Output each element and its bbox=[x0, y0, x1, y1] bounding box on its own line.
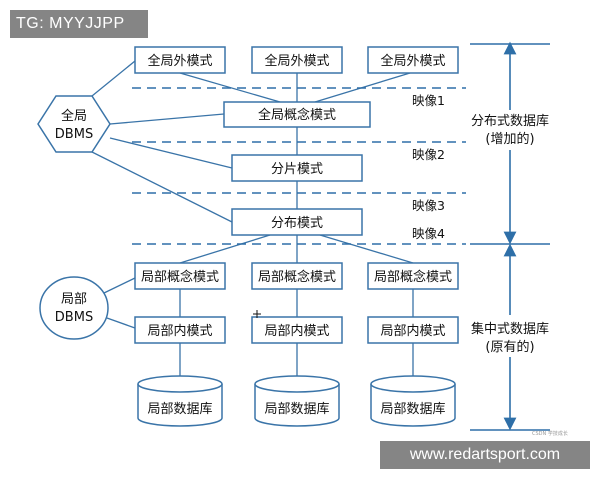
distributed-db-sublabel: (增加的) bbox=[485, 131, 534, 147]
distributed-db-label: 分布式数据库 bbox=[471, 113, 549, 129]
local-database-cylinder-3: 局部数据库 bbox=[370, 375, 456, 427]
local-database-label: 局部数据库 bbox=[147, 401, 212, 417]
local-dbms-node: 局部 DBMS bbox=[39, 276, 109, 340]
local-internal-schema-label: 局部内模式 bbox=[147, 323, 212, 339]
local-dbms-connectors bbox=[103, 277, 136, 329]
local-conceptual-schema-box-3: 局部概念模式 bbox=[367, 262, 459, 290]
footer-url-banner: www.redartsport.com bbox=[380, 441, 590, 469]
global-external-schema-box-3: 全局外模式 bbox=[367, 46, 459, 74]
local-conceptual-schema-box-1: 局部概念模式 bbox=[134, 262, 226, 290]
global-conceptual-schema-label: 全局概念模式 bbox=[258, 107, 336, 123]
local-conceptual-schema-box-2: 局部概念模式 bbox=[251, 262, 343, 290]
mapping-label-4: 映像4 bbox=[412, 226, 445, 241]
source-mark: CSDN 学技成长 bbox=[532, 431, 568, 437]
local-database-cylinder-2: 局部数据库 bbox=[254, 375, 340, 427]
cursor-crosshair-icon bbox=[253, 310, 261, 318]
global-dbms-connectors bbox=[91, 60, 233, 223]
global-external-schema-label: 全局外模式 bbox=[264, 53, 329, 69]
local-conceptual-schema-label: 局部概念模式 bbox=[141, 269, 219, 285]
global-conceptual-schema-box: 全局概念模式 bbox=[223, 101, 371, 128]
local-internal-schema-box-1: 局部内模式 bbox=[134, 316, 226, 344]
local-internal-schema-box-2: 局部内模式 bbox=[251, 316, 343, 344]
global-dbms-label-line2: DBMS bbox=[55, 127, 93, 142]
local-internal-schema-label: 局部内模式 bbox=[264, 323, 329, 339]
global-dbms-node: 全局 DBMS bbox=[37, 95, 111, 153]
watermark-banner: TG: MYYJJPP bbox=[10, 10, 148, 38]
fragmentation-schema-box: 分片模式 bbox=[231, 154, 363, 182]
centralized-db-label: 集中式数据库 bbox=[471, 321, 549, 337]
centralized-db-sublabel: (原有的) bbox=[485, 339, 534, 355]
allocation-schema-label: 分布模式 bbox=[271, 216, 323, 231]
local-internal-schema-box-3: 局部内模式 bbox=[367, 316, 459, 344]
global-dbms-label-line1: 全局 bbox=[61, 108, 87, 124]
local-internal-schema-label: 局部内模式 bbox=[380, 323, 445, 339]
local-database-cylinder-1: 局部数据库 bbox=[137, 375, 223, 427]
global-external-schema-label: 全局外模式 bbox=[380, 53, 445, 69]
global-external-schema-label: 全局外模式 bbox=[147, 53, 212, 69]
distributed-db-bracket bbox=[470, 41, 550, 245]
local-database-label: 局部数据库 bbox=[380, 401, 445, 417]
local-dbms-label-line2: DBMS bbox=[55, 310, 93, 325]
local-conceptual-schema-label: 局部概念模式 bbox=[374, 269, 452, 285]
mapping-label-1: 映像1 bbox=[412, 93, 445, 108]
global-external-schema-box-1: 全局外模式 bbox=[134, 46, 226, 74]
local-dbms-label-line1: 局部 bbox=[61, 292, 87, 307]
mapping-label-2: 映像2 bbox=[412, 147, 445, 162]
mapping-label-3: 映像3 bbox=[412, 198, 445, 213]
global-external-schema-box-2: 全局外模式 bbox=[251, 46, 343, 74]
local-database-label: 局部数据库 bbox=[264, 401, 329, 417]
allocation-schema-box: 分布模式 bbox=[231, 208, 363, 236]
fragmentation-schema-label: 分片模式 bbox=[271, 162, 323, 177]
centralized-db-bracket bbox=[470, 243, 550, 431]
local-conceptual-schema-label: 局部概念模式 bbox=[258, 269, 336, 285]
mapping-separators bbox=[132, 87, 466, 245]
